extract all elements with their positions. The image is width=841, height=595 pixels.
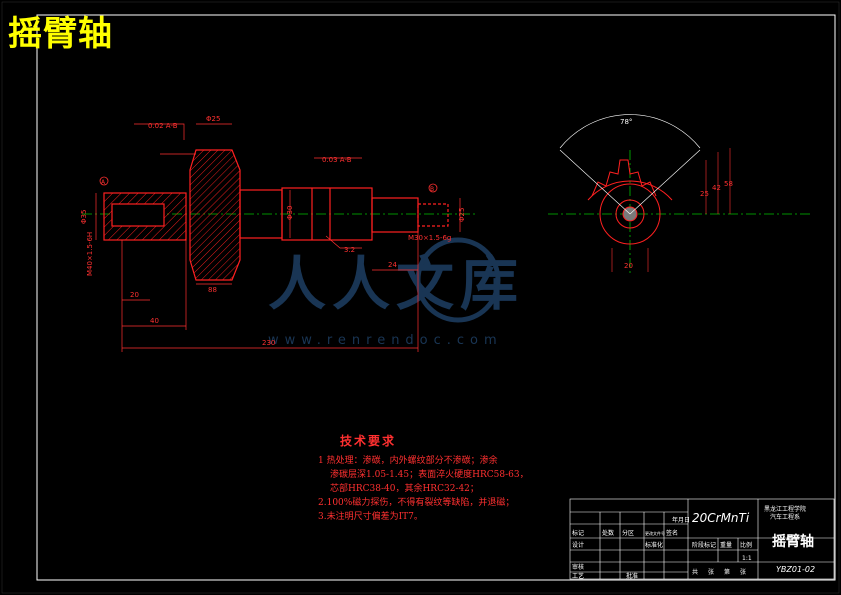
tech-requirements: 技术要求 1 热处理：渗碳，内外螺纹部分不渗碳；渗余 渗碳层深1.05-1.45…	[318, 434, 578, 524]
dim-total-length: 230	[262, 339, 275, 347]
tb-stage-0: 阶段标记	[692, 541, 716, 549]
tb-row4-2: 批准	[626, 572, 638, 580]
shaft-step-3	[371, 197, 419, 233]
tech-req-line-4: 2.100%磁力探伤，不得有裂纹等缺陷，并退磁；	[318, 498, 515, 508]
watermark-text: 人人文库	[268, 250, 524, 318]
dim-rough: 3.2	[344, 246, 355, 254]
shaft-thread	[417, 203, 449, 227]
dim-d-left: Φ35	[80, 210, 88, 224]
tb-row1-2: 分区	[622, 529, 634, 537]
tech-req-line-3: 芯部HRC38-40，其余HRC32-42；	[330, 484, 479, 494]
gear-dimension-texts: 78° 58 42 25 20	[620, 118, 733, 270]
tb-row2-0: 设计	[572, 541, 584, 549]
dim-gear-angle: 78°	[620, 118, 632, 126]
watermark: 人人文库 www.renrendoc.com	[268, 237, 524, 348]
title-block-texts: 20CrMnTi 黑龙江工程学院 汽车工程系 摇臂轴 YBZ01-02 1:1 …	[572, 505, 815, 580]
watermark-url: www.renrendoc.com	[268, 333, 503, 348]
tb-stage-2: 比例	[740, 541, 752, 549]
gear-hub-outer	[599, 183, 661, 245]
tb-row1-3: 更改文件号	[645, 530, 665, 536]
tb-row4-0: 工艺	[572, 572, 584, 580]
gear-angle-ray-r	[629, 149, 701, 215]
tb-row1-5: 年月日	[672, 516, 690, 524]
dim-d-mid: Φ30	[286, 206, 294, 220]
dim-len-d: 88	[208, 286, 217, 294]
shaft-main-view	[103, 149, 449, 281]
datum-markers	[99, 176, 438, 193]
dim-thread-right: M30×1.5-6g	[408, 234, 451, 242]
tech-req-line-2: 渗碳层深1.05-1.45；表面淬火硬度HRC58-63，	[330, 470, 529, 480]
tech-requirements-heading: 技术要求	[340, 434, 397, 448]
dim-gear-h1: 58	[724, 180, 733, 188]
tb-scale: 1:1	[742, 555, 752, 562]
dim-len-c: 24	[388, 261, 397, 269]
gear-sector-profile	[189, 149, 241, 281]
title-block	[569, 498, 835, 580]
tb-row3-0: 审核	[572, 563, 584, 571]
tb-row2-2: 标准化	[645, 541, 663, 549]
border-frame	[36, 14, 836, 581]
tb-sheet-0: 共	[692, 568, 698, 576]
dim-gear-h4: 20	[624, 262, 633, 270]
gear-teeth	[591, 159, 657, 197]
tb-school: 黑龙江工程学院	[764, 505, 806, 513]
drawing-title: 摇臂轴	[8, 14, 113, 54]
tb-department: 汽车工程系	[770, 513, 800, 521]
gear-sector-arc	[587, 180, 673, 201]
dim-tol-mid: 0.03 A-B	[322, 156, 352, 164]
tech-req-line-1: 1 热处理：渗碳，内外螺纹部分不渗碳；渗余	[318, 456, 498, 466]
tb-row1-0: 标记	[572, 529, 584, 537]
tb-sheet-1: 张	[708, 568, 714, 576]
tb-sheet-3: 张	[740, 568, 746, 576]
dim-len-a: 40	[150, 317, 159, 325]
gear-angle-ray-l	[559, 149, 631, 215]
tb-material: 20CrMnTi	[692, 511, 750, 525]
gear-hub-inner	[615, 199, 645, 229]
datum-a-label: A	[101, 179, 106, 186]
tb-part-name: 摇臂轴	[772, 533, 814, 550]
dim-gear-h3: 25	[700, 190, 709, 198]
gear-angle-arc	[559, 114, 701, 149]
tech-req-line-5: 3.未注明尺寸偏差为IT7。	[318, 512, 423, 522]
dim-gear-h2: 42	[712, 184, 721, 192]
tb-row1-1: 处数	[602, 529, 614, 537]
tb-drawing-number: YBZ01-02	[776, 565, 815, 574]
dim-d-top: Φ25	[206, 115, 220, 123]
dimension-texts: 230 40 20 24 88 Φ25 Φ35 Φ30 Φ25 M40×1.5-…	[80, 115, 466, 347]
tb-row1-4: 签名	[666, 529, 678, 537]
datum-b-label: B	[430, 186, 434, 193]
dim-tol-left: 0.02 A-B	[148, 122, 178, 130]
left-bore	[111, 203, 165, 227]
dim-len-b: 20	[130, 291, 139, 299]
tb-sheet-2: 第	[724, 568, 730, 576]
dimension-lines	[95, 123, 461, 352]
dim-d-right: Φ25	[458, 208, 466, 222]
tb-stage-1: 重量	[720, 541, 732, 549]
dim-thread-left: M40×1.5-6H	[86, 232, 94, 276]
gear-end-view	[559, 114, 731, 272]
